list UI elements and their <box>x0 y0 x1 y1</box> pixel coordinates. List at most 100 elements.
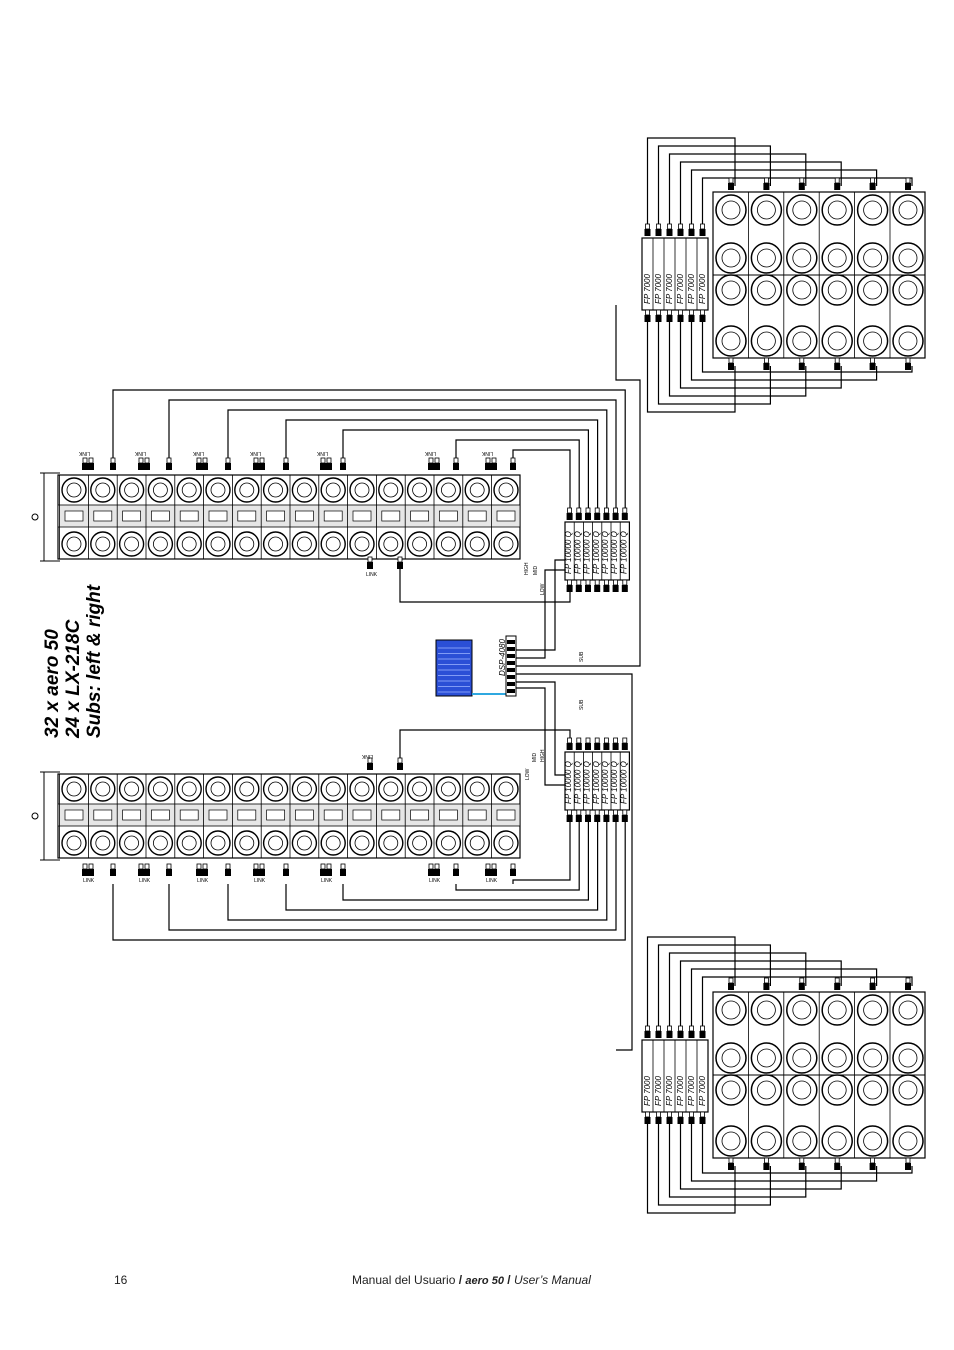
woofer-dome <box>210 482 226 498</box>
amp-output-connector <box>644 1117 651 1124</box>
link-label: LINK <box>361 753 373 759</box>
sub-input-connector <box>869 983 876 990</box>
signal-cable <box>516 569 566 659</box>
woofer-cone <box>61 776 87 802</box>
woofer-dome <box>210 536 226 552</box>
connector-pin <box>728 1157 734 1164</box>
woofer-cone <box>234 477 260 503</box>
amp-output-connector <box>688 315 695 322</box>
woofer-cone <box>118 477 145 503</box>
footer-manual-es: Manual del Usuario <box>352 1273 456 1287</box>
woofer-cone <box>147 477 174 503</box>
connector-pin <box>138 457 144 464</box>
connector-pin <box>110 863 116 870</box>
connector-pin <box>667 223 672 230</box>
amp-input-connector <box>621 513 628 520</box>
horn-section <box>410 809 429 821</box>
woofer-dome <box>210 835 226 851</box>
woofer-cone <box>435 477 462 503</box>
connector-pin <box>594 809 600 816</box>
woofer-dome <box>239 482 255 498</box>
woofer-dome <box>412 835 428 851</box>
horn-section <box>295 510 314 522</box>
amp-output-connector <box>677 1117 684 1124</box>
feed-connector <box>453 869 459 876</box>
connector-pin <box>225 457 231 464</box>
woofer-cone <box>147 776 174 802</box>
connector-pin <box>613 507 618 514</box>
horn-section <box>122 809 141 821</box>
connector-pin <box>82 457 88 464</box>
amp-input-connector <box>585 513 591 520</box>
sub-woofer-dome <box>721 1000 741 1020</box>
woofer-cone <box>378 830 404 856</box>
array-midband <box>57 803 521 827</box>
amp-output-connector <box>594 585 601 592</box>
page-number: 16 <box>114 1273 128 1287</box>
sub-woofer <box>786 994 818 1026</box>
woofer-dome <box>383 536 399 552</box>
feed-connector <box>166 869 172 876</box>
array-cable <box>112 389 626 516</box>
woofer-cone <box>262 531 289 557</box>
horn-section <box>496 809 516 821</box>
sub-woofer <box>821 242 853 274</box>
amp-model-label: FP 7000 <box>676 274 685 304</box>
amp-output-connector <box>575 815 582 822</box>
connector-pin <box>870 177 875 184</box>
sub-input-connector <box>869 183 876 190</box>
connector-pin <box>834 177 840 184</box>
connector-pin <box>340 457 346 464</box>
woofer-cone <box>61 477 87 503</box>
connector-pin <box>576 579 582 586</box>
amp-model-label: FP 10000 Q <box>592 761 601 804</box>
sub-woofer-dome <box>792 248 812 268</box>
band-label-mid: MID <box>533 565 539 575</box>
amp-model-label: FP 7000 <box>665 1076 674 1106</box>
sub-output-connector <box>869 1163 876 1170</box>
connector-pin <box>667 1111 672 1118</box>
sub-woofer <box>750 274 783 306</box>
woofer-cone <box>90 830 116 856</box>
sub-woofer-dome <box>757 200 776 220</box>
line-arrays <box>31 472 521 861</box>
sub-woofer-dome <box>863 200 882 220</box>
dsp-label: DSP-4080 <box>498 639 507 676</box>
woofer-cone <box>176 776 202 802</box>
link-label: LINK <box>424 450 436 456</box>
woofer-dome <box>152 482 168 498</box>
connector-pin <box>645 309 650 316</box>
amp-model-label: FP 7000 <box>698 274 707 304</box>
sub-woofer-dome <box>757 1048 776 1068</box>
woofer-dome <box>95 536 111 552</box>
sub-woofer <box>715 242 747 274</box>
woofer-cone <box>349 830 375 856</box>
sub-woofer <box>821 194 853 226</box>
connector-pin <box>491 457 497 464</box>
woofer-dome <box>268 482 284 498</box>
sub-woofer <box>750 242 783 274</box>
connector-pin <box>645 1111 650 1118</box>
sub-input-connector <box>728 183 734 190</box>
connector-pin <box>567 737 572 744</box>
upper-array <box>31 472 521 562</box>
amp-output-connector <box>677 315 684 322</box>
amp-model-label: FP 7000 <box>643 1076 652 1106</box>
amp-output-connector <box>655 1117 662 1124</box>
connector-pin <box>764 977 769 984</box>
lower-sub-stack <box>712 977 926 1170</box>
link-label: LINK <box>486 878 498 884</box>
sub-woofer-dome <box>898 331 918 351</box>
horn-section <box>208 510 228 522</box>
connector-pin <box>645 1025 650 1032</box>
woofer-cone <box>406 477 433 503</box>
dsp-unit <box>505 635 517 697</box>
horn-section <box>467 510 487 522</box>
sub-woofer-dome <box>721 200 741 220</box>
woofer-dome <box>325 781 341 797</box>
sub-cable <box>679 1120 842 1190</box>
sub-woofer <box>786 1042 818 1074</box>
lower-array <box>31 771 521 861</box>
connector-pin <box>834 357 840 364</box>
